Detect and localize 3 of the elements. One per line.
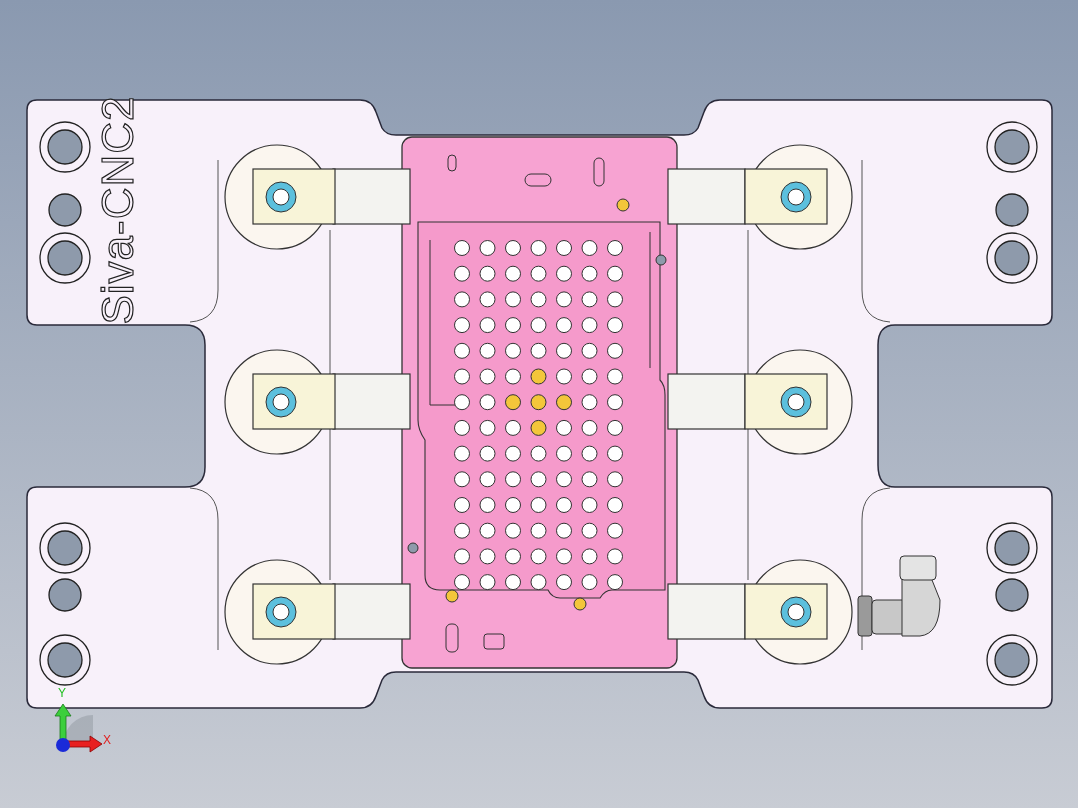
x-axis-label: X: [103, 734, 111, 746]
y-axis-label: Y: [58, 687, 66, 699]
engraved-part-text: Siva-CNC2: [96, 95, 140, 325]
